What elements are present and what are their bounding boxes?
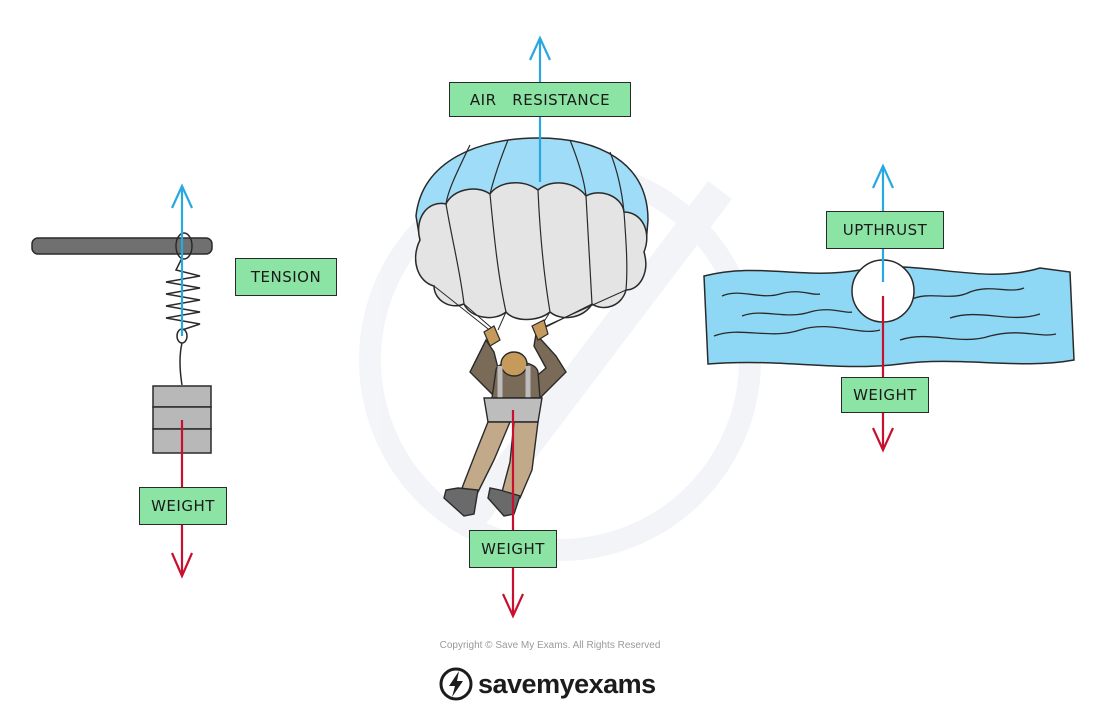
weight-arrowhead-water: [871, 427, 895, 453]
floating-ball-system: [703, 163, 1075, 453]
brand-logo: savemyexams: [438, 664, 656, 704]
upthrust-label: UPTHRUST: [826, 211, 944, 249]
hook-loop: [175, 232, 193, 260]
suspension-lines: [433, 285, 627, 333]
left-boot: [443, 487, 479, 517]
mass-block-1: [152, 385, 212, 408]
weight-label-water: WEIGHT: [841, 377, 929, 413]
air-resistance-arrowhead: [528, 35, 552, 61]
canopy-seams: [445, 139, 628, 313]
lightning-logo-icon: [439, 667, 473, 701]
air-resistance-label: AIR RESISTANCE: [449, 82, 631, 117]
tension-arrowhead: [170, 183, 194, 209]
thread: [179, 342, 183, 386]
parachutist: [414, 35, 649, 619]
weight-label-parachute: WEIGHT: [469, 530, 557, 568]
weight-arrowhead-spring: [170, 552, 194, 579]
upthrust-arrowhead: [871, 163, 895, 189]
weight-arrowhead-parachute: [501, 593, 525, 619]
right-hand: [531, 319, 549, 341]
support-bar: [31, 237, 213, 255]
logo-wordmark: savemyexams: [478, 668, 656, 699]
weight-label-spring: WEIGHT: [139, 487, 227, 525]
tension-label: TENSION: [235, 258, 337, 296]
water-waves: [713, 287, 1057, 341]
harness-straps: [497, 366, 531, 398]
copyright-text: Copyright © Save My Exams. All Rights Re…: [439, 640, 661, 651]
head: [500, 351, 528, 377]
left-hand: [483, 325, 501, 347]
